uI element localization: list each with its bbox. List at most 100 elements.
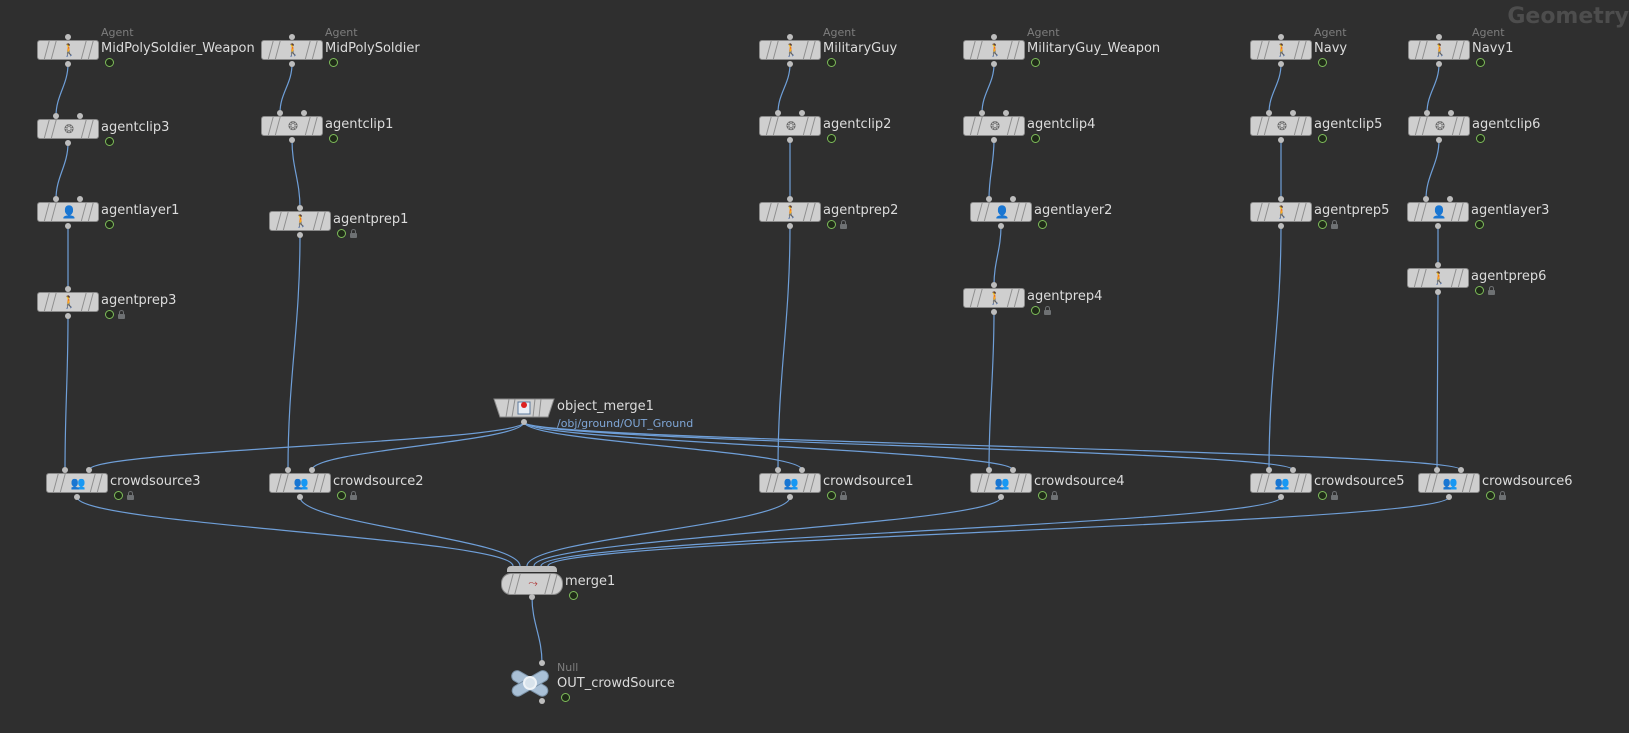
wire-object_merge1-to-crowdsource5[interactable] bbox=[523, 421, 1294, 471]
display-flag-icon[interactable] bbox=[827, 491, 836, 500]
input-port[interactable] bbox=[86, 467, 92, 473]
lock-icon[interactable] bbox=[840, 220, 847, 229]
lock-icon[interactable] bbox=[350, 229, 357, 238]
node-Navy[interactable]: 🚶 bbox=[1250, 40, 1312, 60]
node-body[interactable]: ⤳ bbox=[501, 573, 563, 595]
wire-agentprep2-to-crowdsource1[interactable] bbox=[777, 225, 791, 471]
wire-crowdsource6-to-merge1[interactable] bbox=[547, 496, 1450, 567]
input-port[interactable] bbox=[1448, 110, 1454, 116]
wire-object_merge1-to-crowdsource4[interactable] bbox=[523, 421, 1014, 471]
wire-agentprep3-to-crowdsource3[interactable] bbox=[64, 315, 69, 471]
wire-agentprep5-to-crowdsource5[interactable] bbox=[1268, 225, 1282, 471]
display-flag-icon[interactable] bbox=[1318, 58, 1327, 67]
node-body[interactable]: 🚶 bbox=[269, 211, 331, 231]
input-port[interactable] bbox=[986, 196, 992, 202]
output-port[interactable] bbox=[1278, 494, 1284, 500]
wire-MidPolySoldier-to-agentclip1[interactable] bbox=[279, 63, 293, 114]
output-port[interactable] bbox=[1278, 61, 1284, 67]
lock-icon[interactable] bbox=[840, 491, 847, 500]
display-flag-icon[interactable] bbox=[827, 134, 836, 143]
node-Navy1[interactable]: 🚶 bbox=[1408, 40, 1470, 60]
output-port[interactable] bbox=[991, 309, 997, 315]
input-port[interactable] bbox=[62, 467, 68, 473]
output-port[interactable] bbox=[297, 232, 303, 238]
output-port[interactable] bbox=[289, 61, 295, 67]
node-agentclip4[interactable]: ❂ bbox=[963, 116, 1025, 136]
node-crowdsource3[interactable]: 👥 bbox=[46, 473, 108, 493]
node-MidPolySoldier_Weapon[interactable]: 🚶 bbox=[37, 40, 99, 60]
wire-Navy1-to-agentclip6[interactable] bbox=[1426, 63, 1440, 114]
display-flag-icon[interactable] bbox=[1318, 491, 1327, 500]
node-agentlayer2[interactable]: 👤 bbox=[970, 202, 1032, 222]
input-port[interactable] bbox=[787, 196, 793, 202]
node-body[interactable]: 🚶 bbox=[759, 40, 821, 60]
wire-MidPolySoldier_Weapon-to-agentclip3[interactable] bbox=[55, 63, 69, 117]
input-port[interactable] bbox=[991, 282, 997, 288]
input-port[interactable] bbox=[309, 467, 315, 473]
node-agentprep2[interactable]: 🚶 bbox=[759, 202, 821, 222]
node-agentprep6[interactable]: 🚶 bbox=[1407, 268, 1469, 288]
input-port[interactable] bbox=[799, 110, 805, 116]
input-port[interactable] bbox=[775, 467, 781, 473]
output-port[interactable] bbox=[1436, 61, 1442, 67]
node-body[interactable]: 🚶 bbox=[37, 40, 99, 60]
display-flag-icon[interactable] bbox=[114, 491, 123, 500]
node-body[interactable]: 👥 bbox=[1418, 473, 1480, 493]
output-port[interactable] bbox=[65, 313, 71, 319]
node-body[interactable]: 👤 bbox=[37, 202, 99, 222]
node-body[interactable]: 👥 bbox=[1250, 473, 1312, 493]
input-port[interactable] bbox=[539, 660, 545, 666]
node-agentlayer3[interactable]: 👤 bbox=[1407, 202, 1469, 222]
node-agentclip5[interactable]: ❂ bbox=[1250, 116, 1312, 136]
node-body[interactable]: 👥 bbox=[970, 473, 1032, 493]
output-port[interactable] bbox=[289, 137, 295, 143]
input-port[interactable] bbox=[1434, 467, 1440, 473]
display-flag-icon[interactable] bbox=[329, 134, 338, 143]
display-flag-icon[interactable] bbox=[1031, 306, 1040, 315]
wire-object_merge1-to-crowdsource3[interactable] bbox=[88, 421, 525, 471]
display-flag-icon[interactable] bbox=[827, 220, 836, 229]
output-port[interactable] bbox=[991, 137, 997, 143]
output-port[interactable] bbox=[529, 594, 535, 600]
output-port[interactable] bbox=[1435, 289, 1441, 295]
wire-agentclip6-to-agentlayer3[interactable] bbox=[1425, 139, 1440, 200]
output-port[interactable] bbox=[998, 223, 1004, 229]
input-port[interactable] bbox=[1278, 34, 1284, 40]
wire-crowdsource5-to-merge1[interactable] bbox=[540, 496, 1282, 567]
lock-icon[interactable] bbox=[350, 491, 357, 500]
node-crowdsource6[interactable]: 👥 bbox=[1418, 473, 1480, 493]
input-port[interactable] bbox=[799, 467, 805, 473]
node-body[interactable]: 👤 bbox=[1407, 202, 1469, 222]
input-port[interactable] bbox=[1424, 110, 1430, 116]
node-body[interactable]: 🚶 bbox=[1250, 40, 1312, 60]
input-port[interactable] bbox=[775, 110, 781, 116]
wire-agentprep6-to-crowdsource6[interactable] bbox=[1436, 291, 1439, 471]
node-body[interactable]: 👥 bbox=[269, 473, 331, 493]
output-port[interactable] bbox=[787, 61, 793, 67]
lock-icon[interactable] bbox=[118, 310, 125, 319]
wire-crowdsource4-to-merge1[interactable] bbox=[533, 496, 1002, 567]
input-port[interactable] bbox=[277, 110, 283, 116]
input-port[interactable] bbox=[77, 196, 83, 202]
input-port[interactable] bbox=[991, 34, 997, 40]
node-crowdsource1[interactable]: 👥 bbox=[759, 473, 821, 493]
wire-MilitaryGuy-to-agentclip2[interactable] bbox=[777, 63, 791, 114]
output-port[interactable] bbox=[1278, 223, 1284, 229]
node-agentclip3[interactable]: ❂ bbox=[37, 119, 99, 139]
input-port[interactable] bbox=[1447, 196, 1453, 202]
node-OUT_crowdSource[interactable] bbox=[508, 666, 552, 700]
node-crowdsource5[interactable]: 👥 bbox=[1250, 473, 1312, 493]
node-crowdsource2[interactable]: 👥 bbox=[269, 473, 331, 493]
display-flag-icon[interactable] bbox=[827, 58, 836, 67]
output-port[interactable] bbox=[998, 494, 1004, 500]
wire-merge1-to-OUT_crowdSource[interactable] bbox=[531, 596, 543, 664]
node-body[interactable]: 👥 bbox=[46, 473, 108, 493]
display-flag-icon[interactable] bbox=[1038, 491, 1047, 500]
output-port[interactable] bbox=[297, 494, 303, 500]
input-port[interactable] bbox=[1003, 110, 1009, 116]
node-body[interactable]: 👥 bbox=[759, 473, 821, 493]
node-body[interactable]: 🚶 bbox=[37, 292, 99, 312]
node-body[interactable]: ❂ bbox=[261, 116, 323, 136]
output-port[interactable] bbox=[521, 419, 527, 425]
display-flag-icon[interactable] bbox=[105, 220, 114, 229]
